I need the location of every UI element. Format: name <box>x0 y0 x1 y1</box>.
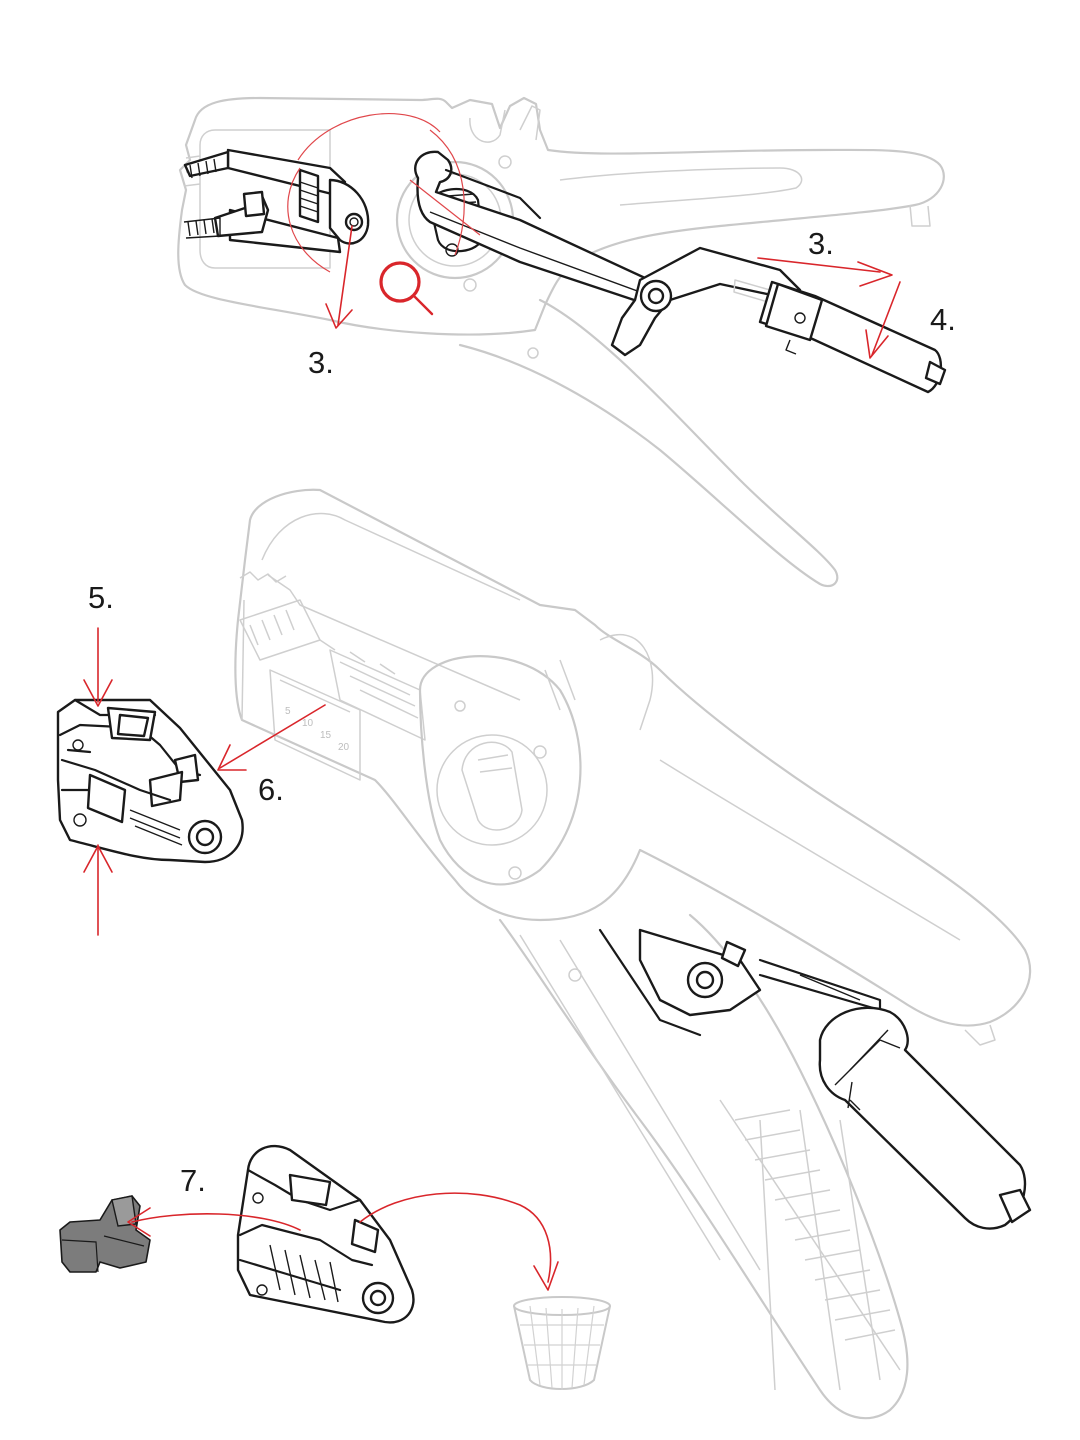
step-label-3-right: 3. <box>808 226 834 261</box>
cartridge-step-6 <box>56 698 244 864</box>
step-label-6: 6. <box>258 772 284 807</box>
bin-icon <box>513 1296 611 1390</box>
top-jaw-mechanism <box>183 148 370 254</box>
cartridge-step-7 <box>236 1144 415 1324</box>
magnifier-icon <box>379 261 434 316</box>
step-label-3-left: 3. <box>308 345 334 380</box>
main-tool-body <box>234 488 1032 1420</box>
top-cylinder <box>733 279 947 394</box>
main-tool-linkage <box>598 928 1032 1230</box>
removed-blade-part <box>59 1195 151 1273</box>
step-label-5: 5. <box>88 580 114 615</box>
step-label-4: 4. <box>930 302 956 337</box>
scale-mark: 10 <box>302 718 314 729</box>
scale-mark: 15 <box>320 730 332 741</box>
step-label-7: 7. <box>180 1163 206 1198</box>
scale-mark: 20 <box>338 742 350 753</box>
top-detail-callout <box>287 113 901 359</box>
top-lever <box>414 150 802 357</box>
step-5-6-arrows <box>83 627 326 936</box>
scale-mark: 5 <box>285 706 291 717</box>
step-7-arrows <box>127 1192 559 1291</box>
